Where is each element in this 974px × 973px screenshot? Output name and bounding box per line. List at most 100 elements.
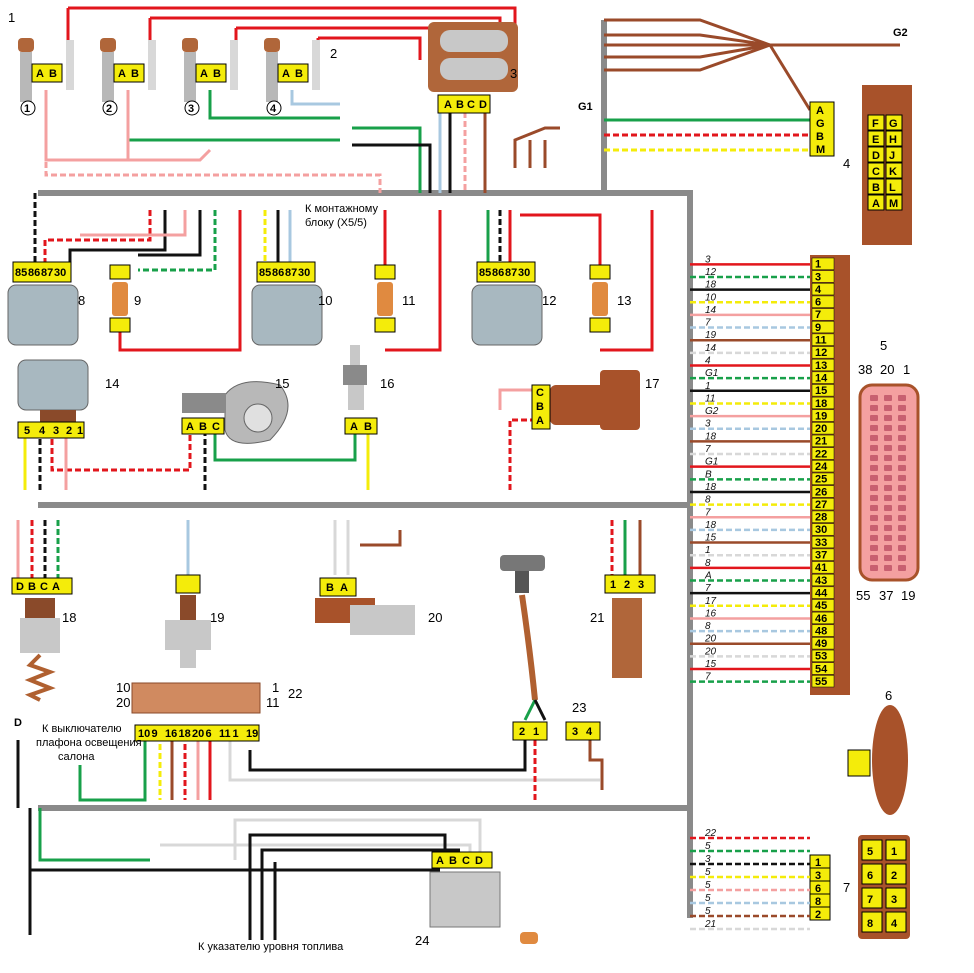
low-wires [16,520,642,808]
ecu-socket [898,455,906,461]
label-15: 15 [275,376,289,391]
ecu-pin-number: 49 [815,638,827,650]
ecu-socket [884,435,892,441]
svg-text:A: A [436,855,444,867]
ecu-pin-box [811,460,835,473]
injector-number: 4 [270,103,277,115]
c7-pin-label: 6 [815,883,821,895]
ecu-pin-box [811,346,835,359]
ecu-socket [898,445,906,451]
label-17: 17 [645,376,659,391]
c22-label-20: 20 [116,695,130,710]
ecu-wire-label: 10 [705,292,717,303]
ecu-wire-label: 7 [705,318,711,329]
ecu-socket [898,545,906,551]
pin-b: B [131,68,139,80]
ecu-wire-label: 18 [705,431,717,442]
ecu-pin-box [811,523,835,536]
ecu-pin-box [811,624,835,637]
ecu-socket [870,485,878,491]
label-2: 2 [330,46,337,61]
svg-text:2: 2 [66,425,72,437]
ecu-pin-box [811,472,835,485]
relay-10-pin: 87 [285,267,297,279]
injector-connector [31,63,63,83]
ecu-socket [870,445,878,451]
c7-cell [885,863,907,885]
c7-cell-label: 1 [891,846,897,858]
ecu-socket [884,445,892,451]
fuse-11 [377,282,393,316]
top-right-wires [604,18,900,152]
c7-cell-label: 7 [867,894,873,906]
idle-air-valve: CBA [531,370,640,430]
fuse-13 [592,282,608,316]
c22-pin: 6 [206,728,212,740]
ecu-pin-number: 12 [815,347,827,359]
label-22: 22 [288,686,302,701]
lamp-switch-line1: К выключателю [42,723,122,735]
spark-plug [148,40,156,90]
ecu-socket [884,525,892,531]
fuse-9-bottom [109,317,131,333]
svg-text:B: B [456,99,464,111]
svg-text:D: D [475,855,483,867]
svg-text:A: A [340,582,348,594]
ecu-wire-label: 15 [705,659,717,670]
ecu-pin-number: 11 [815,335,827,347]
fuse-11-bottom [374,317,396,333]
ecu-top-38: 38 [858,362,872,377]
knock-sensor [165,574,211,668]
svg-text:B: B [536,401,544,413]
ecu-top-20: 20 [880,362,894,377]
ecu-wire-label: 18 [705,520,717,531]
c22-pin: 10 [138,728,150,740]
ecu-bot-55: 55 [856,588,870,603]
c4-cell-left-label: D [872,150,880,162]
ecu-pin-number: 26 [815,486,827,498]
c7-wire-label: 21 [704,919,716,930]
svg-text:A: A [186,421,194,433]
c22-pin: 11 [219,728,231,740]
c7-wire-label: 5 [705,906,711,917]
c4-cell-right-label: M [889,198,898,210]
label-20: 20 [428,610,442,625]
ecu-socket [898,515,906,521]
ecu-socket [870,555,878,561]
svg-text:C: C [467,99,475,111]
fuse-13-top [589,264,611,280]
pin-a: A [36,68,44,80]
fuses [109,264,611,333]
ecu-socket [870,535,878,541]
spark-plug [230,40,238,90]
label-3: 3 [510,66,517,81]
ecu-socket [870,455,878,461]
ecu-pin-number: 4 [815,284,822,296]
ecu-pin-number: 3 [815,271,821,283]
ecu-pin-box [811,586,835,599]
relay-12-pin: 85 [479,267,491,279]
ecu-pin-number: 46 [815,613,827,625]
label-6: 6 [885,688,892,703]
ecu-wire-label: 3 [705,419,711,430]
ecu-pin-box [811,333,835,346]
ecu-wire-group: 312181014719144G1111G23187G1B1887181518A… [690,254,812,683]
svg-text:B: B [326,582,334,594]
c4-cell-right-label: J [889,150,895,162]
ecu-pin-box [811,371,835,384]
ecu-pin-box [811,320,835,334]
relay-10 [251,284,323,346]
svg-text:D: D [479,99,487,111]
ecu-socket [870,405,878,411]
ecu-pin-number: 43 [815,575,827,587]
relay-10-pin: 85 [259,267,271,279]
ecu-socket [870,495,878,501]
injector-body [102,52,114,102]
label-d: D [14,717,22,729]
ecu-wire-label: 4 [705,356,711,367]
